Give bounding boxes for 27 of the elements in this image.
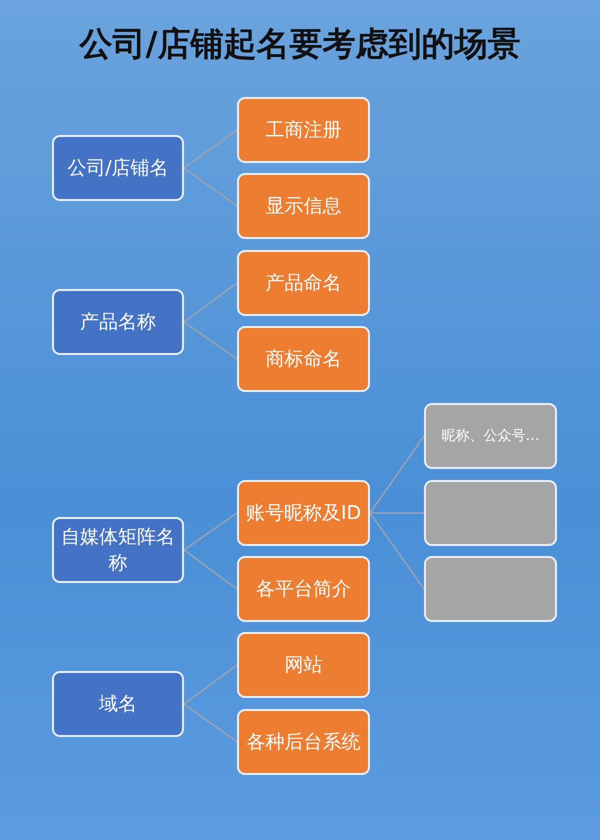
title: 公司/店铺起名要考虑到的场景: [78, 23, 522, 65]
subcategory-box: 各种后台系统: [237, 709, 370, 775]
example-box: [424, 556, 557, 622]
example-box: 昵称、公众号…: [424, 403, 557, 469]
connector-line: [184, 512, 238, 551]
connector-line: [184, 703, 238, 743]
subcategory-box: 显示信息: [237, 173, 370, 239]
connector-line: [184, 282, 238, 323]
connector-line: [184, 321, 238, 360]
subcategory-box: 产品命名: [237, 250, 370, 316]
subcategory-box: 各平台简介: [237, 556, 370, 622]
connector-line: [184, 129, 238, 169]
connector-line: [370, 512, 424, 514]
connector-line: [184, 549, 238, 590]
connector-line: [369, 436, 425, 514]
category-box: 公司/店铺名: [52, 135, 184, 201]
connector-line: [369, 512, 425, 590]
category-box: 自媒体矩阵名称: [52, 517, 184, 583]
subcategory-box: 网站: [237, 632, 370, 698]
subcategory-box: 工商注册: [237, 97, 370, 163]
subcategory-box: 商标命名: [237, 326, 370, 392]
connector-line: [184, 167, 238, 207]
example-box: [424, 480, 557, 546]
connector-line: [184, 664, 238, 705]
category-box: 产品名称: [52, 289, 184, 355]
subcategory-box: 账号昵称及ID: [237, 480, 370, 546]
category-box: 域名: [52, 671, 184, 737]
